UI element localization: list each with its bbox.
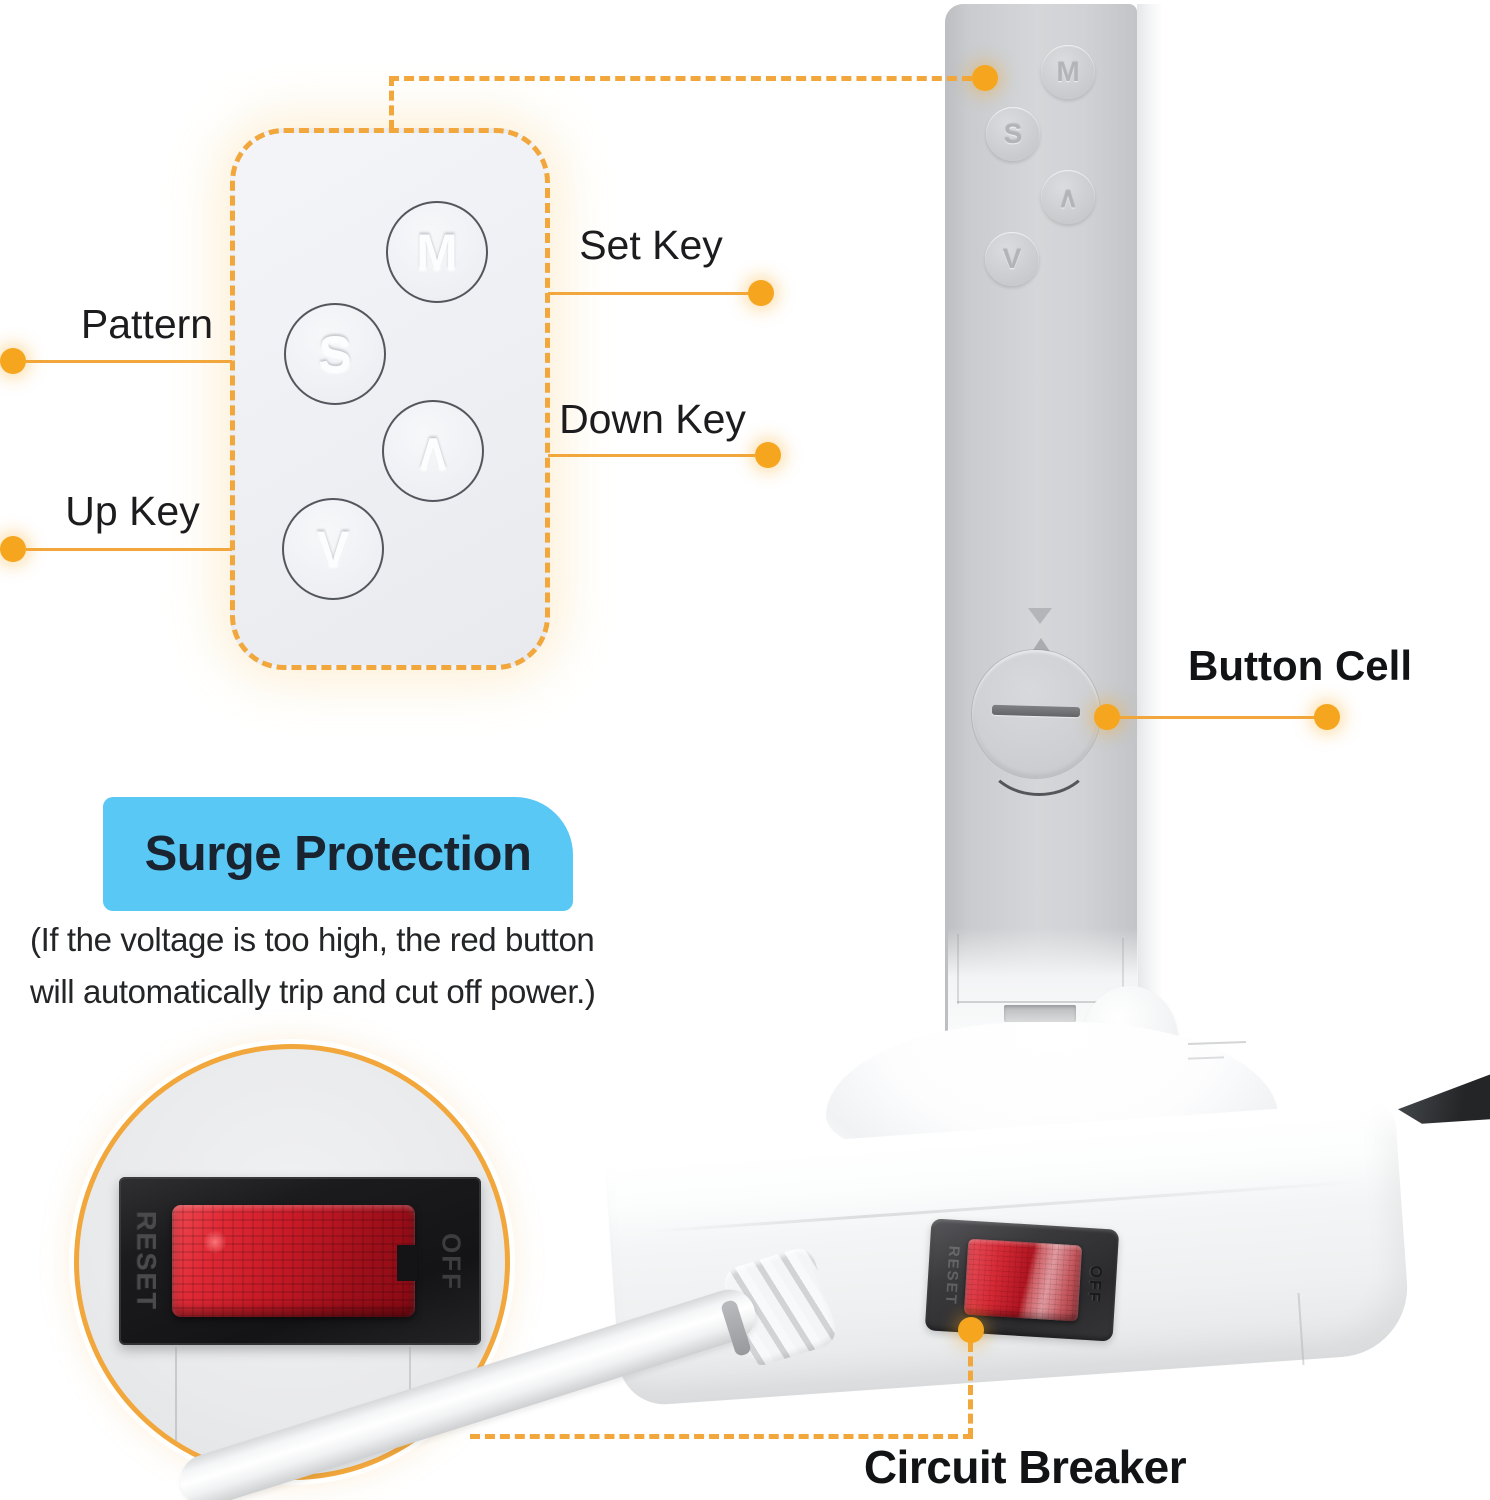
- arm-up-key-glyph: V: [1002, 243, 1022, 274]
- down-key-leader-dot: [755, 442, 781, 468]
- pattern-leader-dot: [0, 348, 26, 374]
- inset-red-rocker: [172, 1205, 415, 1317]
- pattern-label: Pattern: [80, 301, 214, 347]
- panel-set-key: S: [284, 303, 386, 405]
- surge-protection-note: (If the voltage is too high, the red but…: [30, 914, 690, 1018]
- panel-set-key-glyph: S: [318, 326, 352, 382]
- down-key-leader-line: [548, 454, 768, 457]
- button-cell-leader-dot-right: [1314, 704, 1340, 730]
- surge-protection-title: Surge Protection: [144, 827, 532, 881]
- keypad-connector-vertical: [389, 76, 394, 130]
- battery-align-marker-down-icon: [1028, 608, 1052, 624]
- arm-set-key-glyph: S: [1003, 118, 1023, 149]
- breaker-off-label: OFF: [1084, 1264, 1105, 1304]
- circuit-breaker-connector-horizontal: [470, 1434, 973, 1439]
- circuit-breaker-connector-vertical: [968, 1342, 973, 1438]
- panel-down-key-glyph: ∧: [414, 423, 452, 479]
- pattern-leader-line: [26, 360, 232, 363]
- battery-door-seam-bottom: [957, 1001, 1124, 1003]
- inset-panel-seam-left: [175, 1347, 177, 1443]
- set-key-label: Set Key: [579, 222, 723, 268]
- surge-note-line1: (If the voltage is too high, the red but…: [30, 921, 595, 958]
- panel-up-key-glyph: V: [316, 521, 350, 577]
- inset-reset-label: RESET: [131, 1210, 162, 1312]
- battery-door-seam-left: [957, 934, 959, 1004]
- circuit-breaker-leader-dot: [958, 1317, 984, 1343]
- battery-door-seam-right: [1122, 938, 1124, 1002]
- arm-mode-key-glyph: M: [1056, 56, 1080, 87]
- arm-mode-key: M: [1041, 45, 1095, 99]
- inset-off-label: OFF: [436, 1233, 467, 1291]
- button-cell-label: Button Cell: [1188, 642, 1412, 689]
- set-key-leader-dot: [748, 280, 774, 306]
- surge-note-line2: will automatically trip and cut off powe…: [30, 973, 596, 1010]
- button-cell-leader-dot-left: [1094, 704, 1120, 730]
- inset-rocker-notch: [397, 1245, 417, 1281]
- keypad-connector-dot: [972, 65, 998, 91]
- panel-mode-key: M: [386, 201, 488, 303]
- panel-down-key: ∧: [382, 400, 484, 502]
- surge-protection-badge: Surge Protection: [103, 797, 573, 911]
- button-cell-leader-line: [1107, 716, 1327, 719]
- base-phone-slot: [1398, 1074, 1490, 1124]
- battery-align-marker-up-icon: [1031, 638, 1051, 653]
- circuit-breaker-label: Circuit Breaker: [863, 1441, 1187, 1493]
- battery-door-notch: [1004, 1005, 1076, 1022]
- arm-up-key: V: [985, 232, 1039, 286]
- up-key-leader-line: [26, 548, 232, 551]
- panel-mode-key-glyph: M: [416, 224, 458, 280]
- breaker-reset-label: RESET: [941, 1245, 963, 1307]
- button-cell-cover-shadow: [984, 710, 1094, 796]
- lamp-arm: [945, 4, 1137, 1038]
- arm-down-key-glyph: ∧: [1057, 181, 1079, 213]
- keypad-connector-horizontal: [389, 76, 972, 81]
- up-key-label: Up Key: [65, 488, 200, 534]
- down-key-label: Down Key: [559, 396, 746, 442]
- arm-down-key: ∧: [1041, 170, 1095, 224]
- breaker-zoom-inset: RESET OFF: [74, 1044, 510, 1480]
- lamp-arm-edge-highlight: [1137, 4, 1163, 1038]
- panel-up-key: V: [282, 498, 384, 600]
- circuit-breaker-switch: RESET OFF: [924, 1218, 1120, 1342]
- up-key-leader-dot: [0, 536, 26, 562]
- keypad-zoom-panel: [230, 128, 550, 670]
- set-key-leader-line: [548, 292, 761, 295]
- arm-set-key: S: [986, 107, 1040, 161]
- circuit-breaker-rocker: [963, 1238, 1083, 1322]
